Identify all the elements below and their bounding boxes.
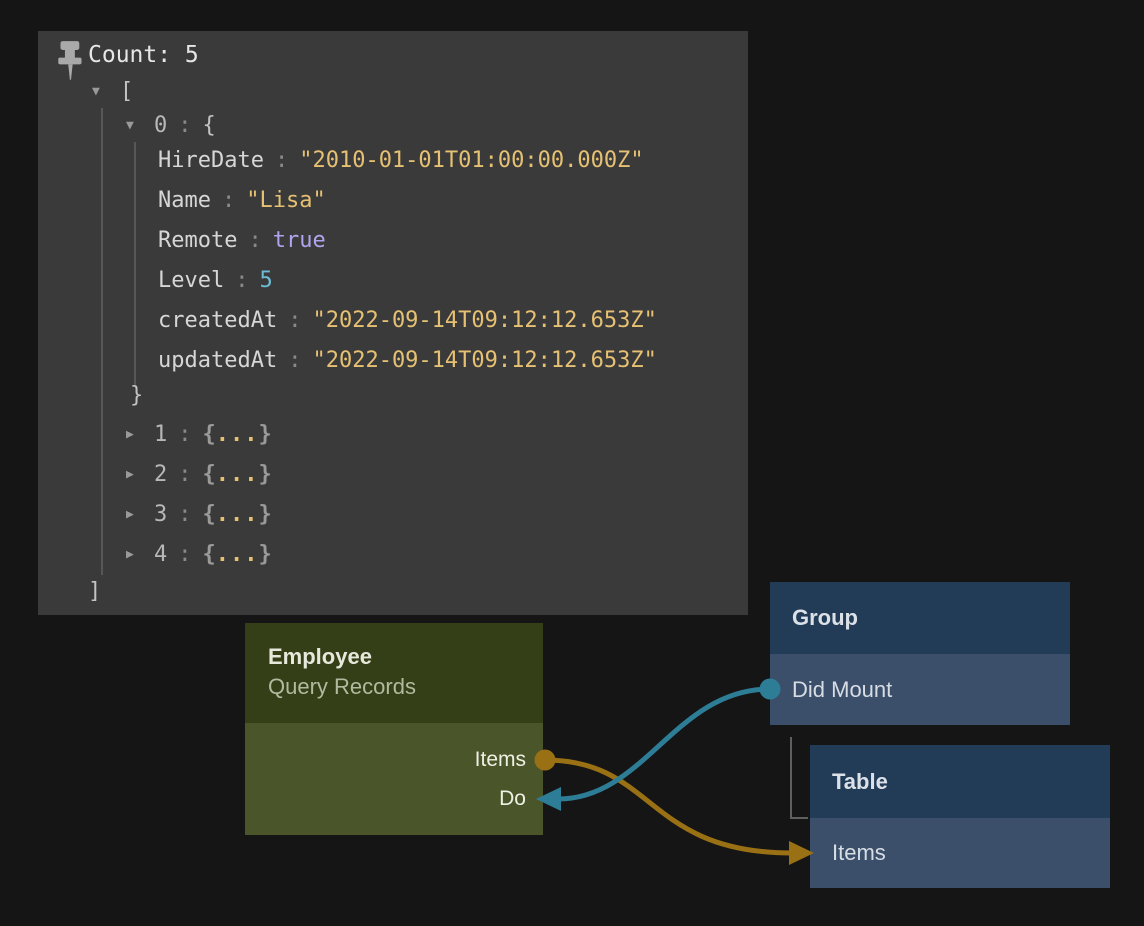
tree-guide-line [134,142,136,386]
tree-field-remote: Remote:true [158,228,326,253]
triangle-expanded-icon[interactable]: ▼ [126,118,134,133]
triangle-collapsed-icon[interactable]: ▶ [126,467,134,482]
node-group[interactable]: Group Did Mount [770,582,1070,725]
triangle-collapsed-icon[interactable]: ▶ [126,427,134,442]
tree-guide-line [101,108,103,575]
tree-row-item-2[interactable]: ▶2:{...} [126,456,272,494]
wire-employee-items-to-table-items[interactable] [544,757,793,856]
tree-field-createdat: createdAt:"2022-09-14T09:12:12.653Z" [158,308,657,333]
triangle-collapsed-icon[interactable]: ▶ [126,507,134,522]
tree-field-hiredate: HireDate:"2010-01-01T01:00:00.000Z" [158,148,644,173]
employee-node-header: Employee Query Records [245,623,543,723]
node-employee[interactable]: Employee Query Records Items Do [245,623,543,835]
tree-row-item-0: ▼0:{ [126,107,216,145]
employee-port-do[interactable]: Do [499,787,526,810]
data-inspector-panel[interactable]: Count: 5 ▼[ ▼0:{ HireDate:"2010-01-01T01… [38,31,748,615]
group-table-hierarchy-line [790,737,808,819]
tree-field-level: Level:5 [158,268,273,293]
employee-port-items[interactable]: Items [474,748,526,771]
group-port-did-mount[interactable]: Did Mount [770,654,1070,725]
tree-row-array-close: ] [88,579,102,604]
tree-row-item-4[interactable]: ▶4:{...} [126,536,272,574]
tree-row-item-3[interactable]: ▶3:{...} [126,496,272,534]
tree-field-name: Name:"Lisa" [158,188,326,213]
node-table[interactable]: Table Items [810,745,1110,888]
tree-row-item-1[interactable]: ▶1:{...} [126,416,272,454]
employee-node-body: Items Do [245,723,543,835]
table-port-items[interactable]: Items [810,818,1110,888]
tree-row-array-open: ▼[ [92,73,133,111]
tree-row-brace-close: } [130,383,144,408]
group-node-title: Group [770,582,1070,654]
wire-group-didmount-to-employee-do[interactable] [557,686,771,802]
pushpin-icon[interactable] [56,40,86,82]
table-node-title: Table [810,745,1110,818]
employee-node-subtitle: Query Records [268,674,416,699]
tree-field-updatedat: updatedAt:"2022-09-14T09:12:12.653Z" [158,348,657,373]
count-label: Count: 5 [88,42,199,68]
employee-node-title: Employee [268,644,372,669]
triangle-expanded-icon[interactable]: ▼ [92,84,100,99]
triangle-collapsed-icon[interactable]: ▶ [126,547,134,562]
